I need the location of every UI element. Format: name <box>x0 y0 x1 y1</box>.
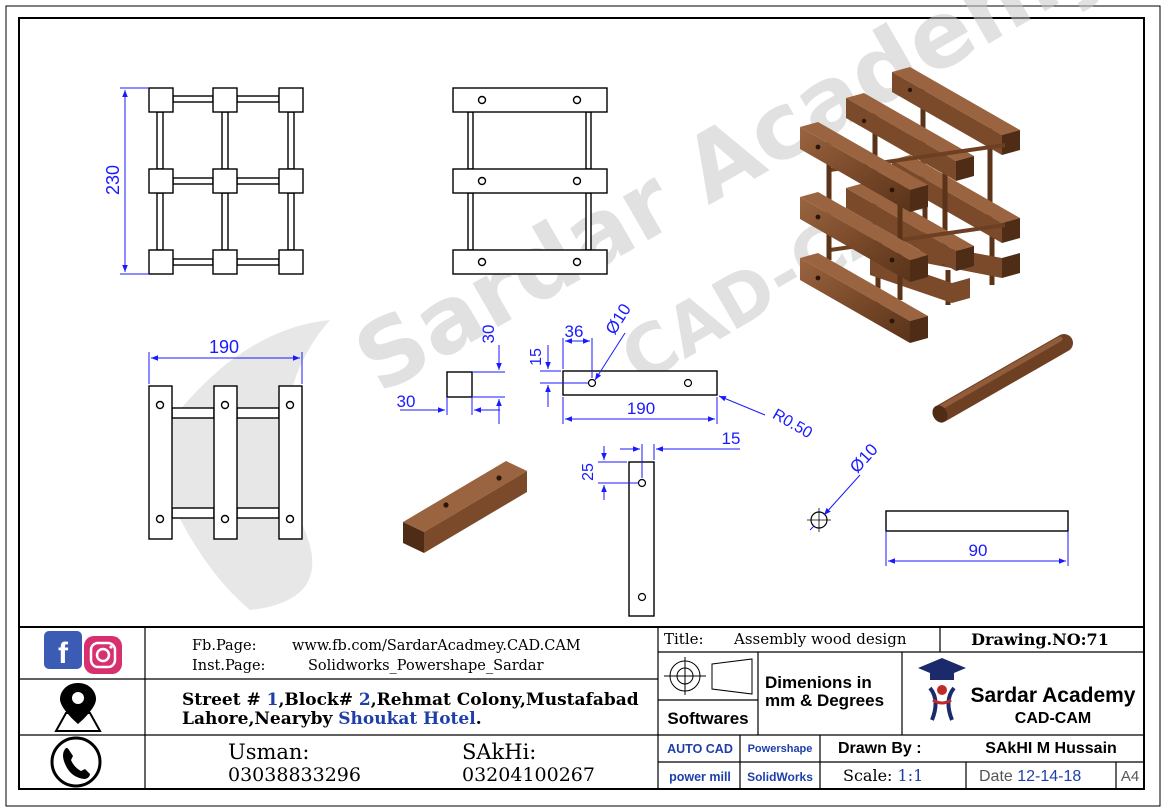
dim-label-r050: R0.50 <box>770 406 816 442</box>
software-powershape: Powershape <box>748 743 813 755</box>
watermark-line1: Sardar Academy <box>338 0 1128 414</box>
address-line-2: Lahore,Nearyby Shoukat Hotel. <box>182 709 482 729</box>
dimensions-line-2: mm & Degrees <box>765 691 884 710</box>
wood-dowel-3d <box>932 334 1073 423</box>
software-powermill: power mill <box>669 770 731 784</box>
dim-label-190-front: 190 <box>209 337 239 357</box>
drawn-by-label: Drawn By : <box>838 740 922 757</box>
dim-width-190 <box>148 352 303 384</box>
contact-2-phone: 03204100267 <box>462 764 595 786</box>
dowel-end-view: Ø10 <box>807 440 882 532</box>
svg-text:f: f <box>58 637 69 670</box>
dim-label-15-bar: 15 <box>528 348 545 366</box>
dim-label-25: 25 <box>580 463 597 481</box>
title-block-grid <box>19 626 1144 789</box>
side-view <box>452 87 608 275</box>
contact-1-name: Usman: <box>228 740 310 764</box>
drawing-number: Drawing.NO:71 <box>971 630 1109 649</box>
brand-line-2: CAD-CAM <box>1015 710 1091 727</box>
facebook-icon: f <box>44 631 82 670</box>
dim-label-190-bar: 190 <box>627 399 655 418</box>
dim-height-230 <box>120 87 149 275</box>
title-label: Title: <box>664 630 704 648</box>
address-line-1: Street # 1,Block# 2,Rehmat Colony,Mustaf… <box>182 690 639 710</box>
phone-icon <box>50 736 102 788</box>
upright-detail: 15 25 <box>580 429 741 617</box>
location-pin-icon <box>54 683 102 732</box>
inst-value: Solidworks_Powershape_Sardar <box>308 658 544 674</box>
dim-label-36: 36 <box>565 322 584 341</box>
title-value: Assembly wood design <box>733 630 907 648</box>
block-detail: 30 30 <box>397 325 505 424</box>
dim-label-15-upright: 15 <box>722 429 741 448</box>
contact-2-name: SAkHi: <box>462 740 536 764</box>
watermark-swoosh <box>150 320 330 610</box>
outer-border <box>5 5 1161 807</box>
wood-bar-3d <box>403 461 527 553</box>
fb-value: www.fb.com/SardarAcadmey.CAD.CAM <box>292 638 581 654</box>
softwares-label: Softwares <box>667 709 748 728</box>
front-view <box>148 385 303 540</box>
inst-label: Inst.Page: <box>192 658 265 674</box>
assembly-3d <box>800 67 1020 343</box>
dim-label-30-horizontal: 30 <box>397 392 416 411</box>
dim-label-230: 230 <box>103 165 123 195</box>
dim-label-dia10-dowel: Ø10 <box>846 440 882 477</box>
date-text: Date 12-14-18 <box>979 768 1081 785</box>
projection-symbol-icon <box>664 657 753 695</box>
dowel-side-view: 90 <box>885 510 1069 566</box>
sheet-size: A4 <box>1121 768 1139 785</box>
software-autocad: AUTO CAD <box>667 742 733 756</box>
graduation-cap-logo-icon <box>918 658 966 721</box>
dim-label-90: 90 <box>969 541 988 560</box>
dimensions-line-1: Dimenions in <box>765 673 872 692</box>
top-view <box>148 87 304 275</box>
brand-line-1: Sardar Academy <box>971 684 1136 707</box>
scale-text: Scale: 1:1 <box>843 766 923 785</box>
inner-border <box>18 17 1145 790</box>
fb-label: Fb.Page: <box>192 638 256 654</box>
drawn-by-value: SAkHI M Hussain <box>985 740 1117 757</box>
software-solidworks: SolidWorks <box>747 770 813 784</box>
dim-label-30-vertical: 30 <box>479 325 498 344</box>
instagram-icon <box>84 636 122 674</box>
contact-1-phone: 03038833296 <box>228 764 361 786</box>
